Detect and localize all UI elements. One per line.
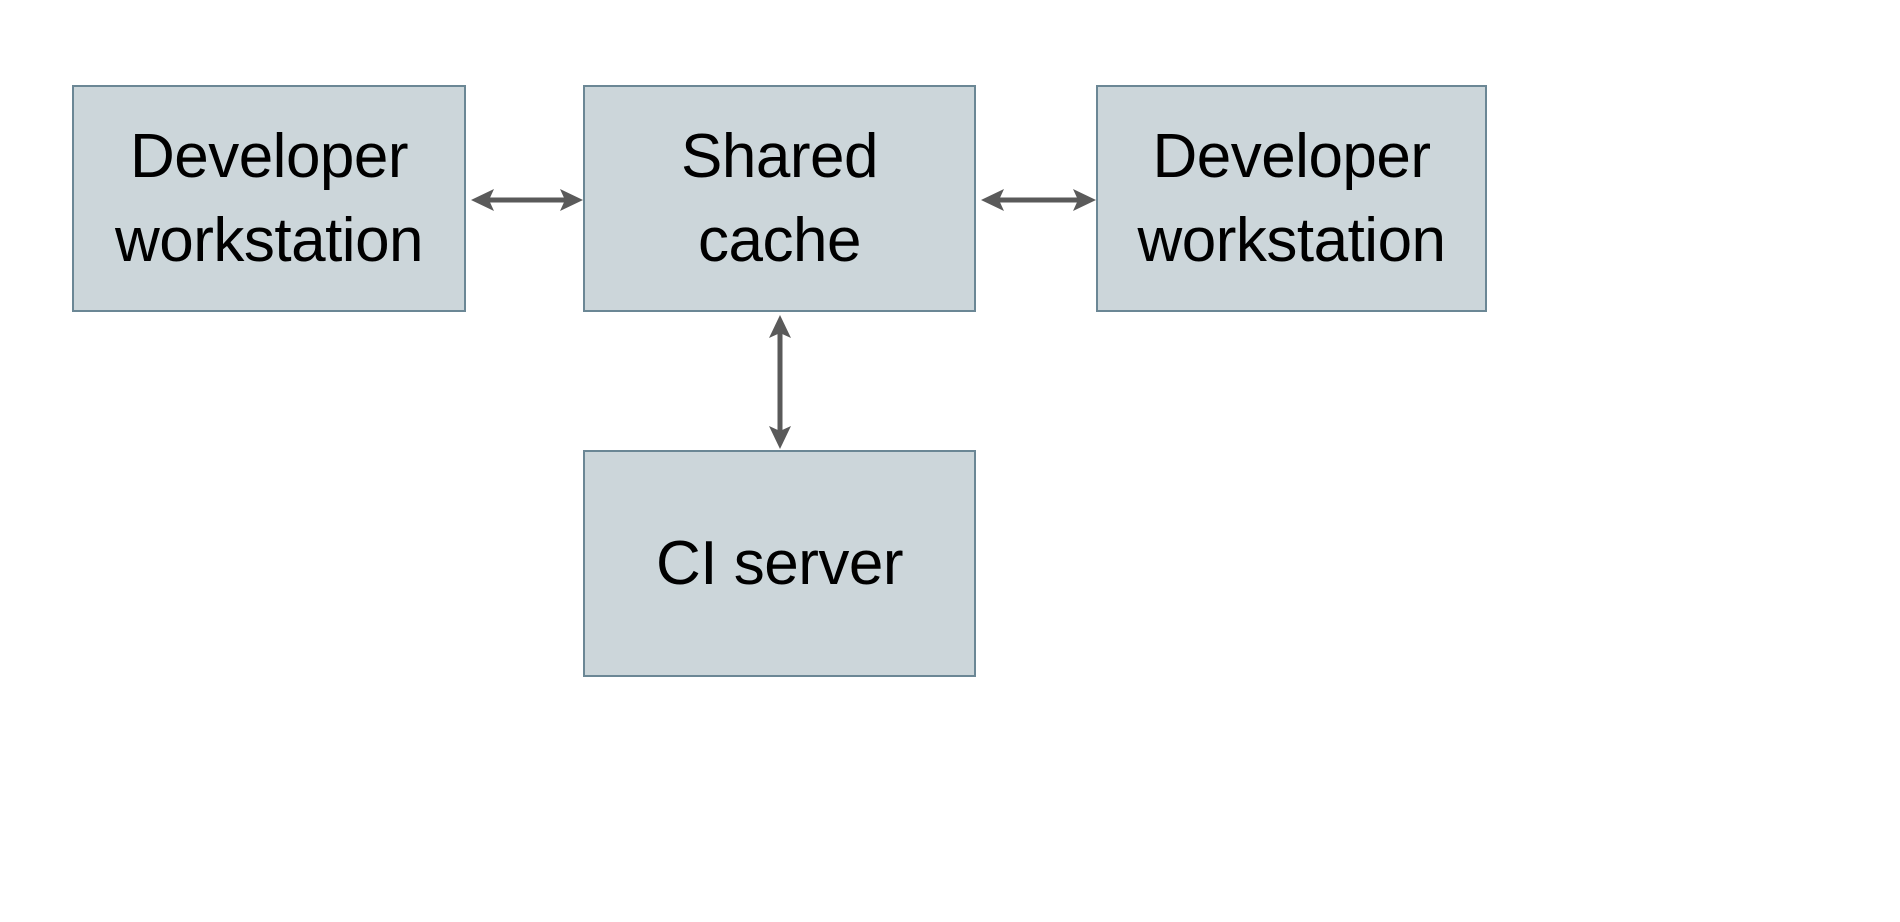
connector-workstation-left-to-cache[interactable] [468, 176, 586, 224]
double-arrow-horizontal-icon [471, 189, 583, 211]
node-label-developer-workstation-left: Developer workstation [114, 121, 424, 275]
node-developer-workstation-left[interactable]: Developer workstation [72, 85, 466, 312]
node-label-shared-cache: Shared cache [681, 121, 878, 275]
connector-cache-to-workstation-right[interactable] [978, 176, 1099, 224]
node-label-developer-workstation-right: Developer workstation [1137, 121, 1446, 275]
double-arrow-vertical-icon [769, 315, 791, 449]
node-developer-workstation-right[interactable]: Developer workstation [1096, 85, 1487, 312]
node-shared-cache[interactable]: Shared cache [583, 85, 976, 312]
node-label-ci-server: CI server [656, 528, 903, 598]
connector-ci-server-to-cache[interactable] [756, 312, 804, 452]
double-arrow-horizontal-icon [981, 189, 1096, 211]
node-ci-server[interactable]: CI server [583, 450, 976, 677]
